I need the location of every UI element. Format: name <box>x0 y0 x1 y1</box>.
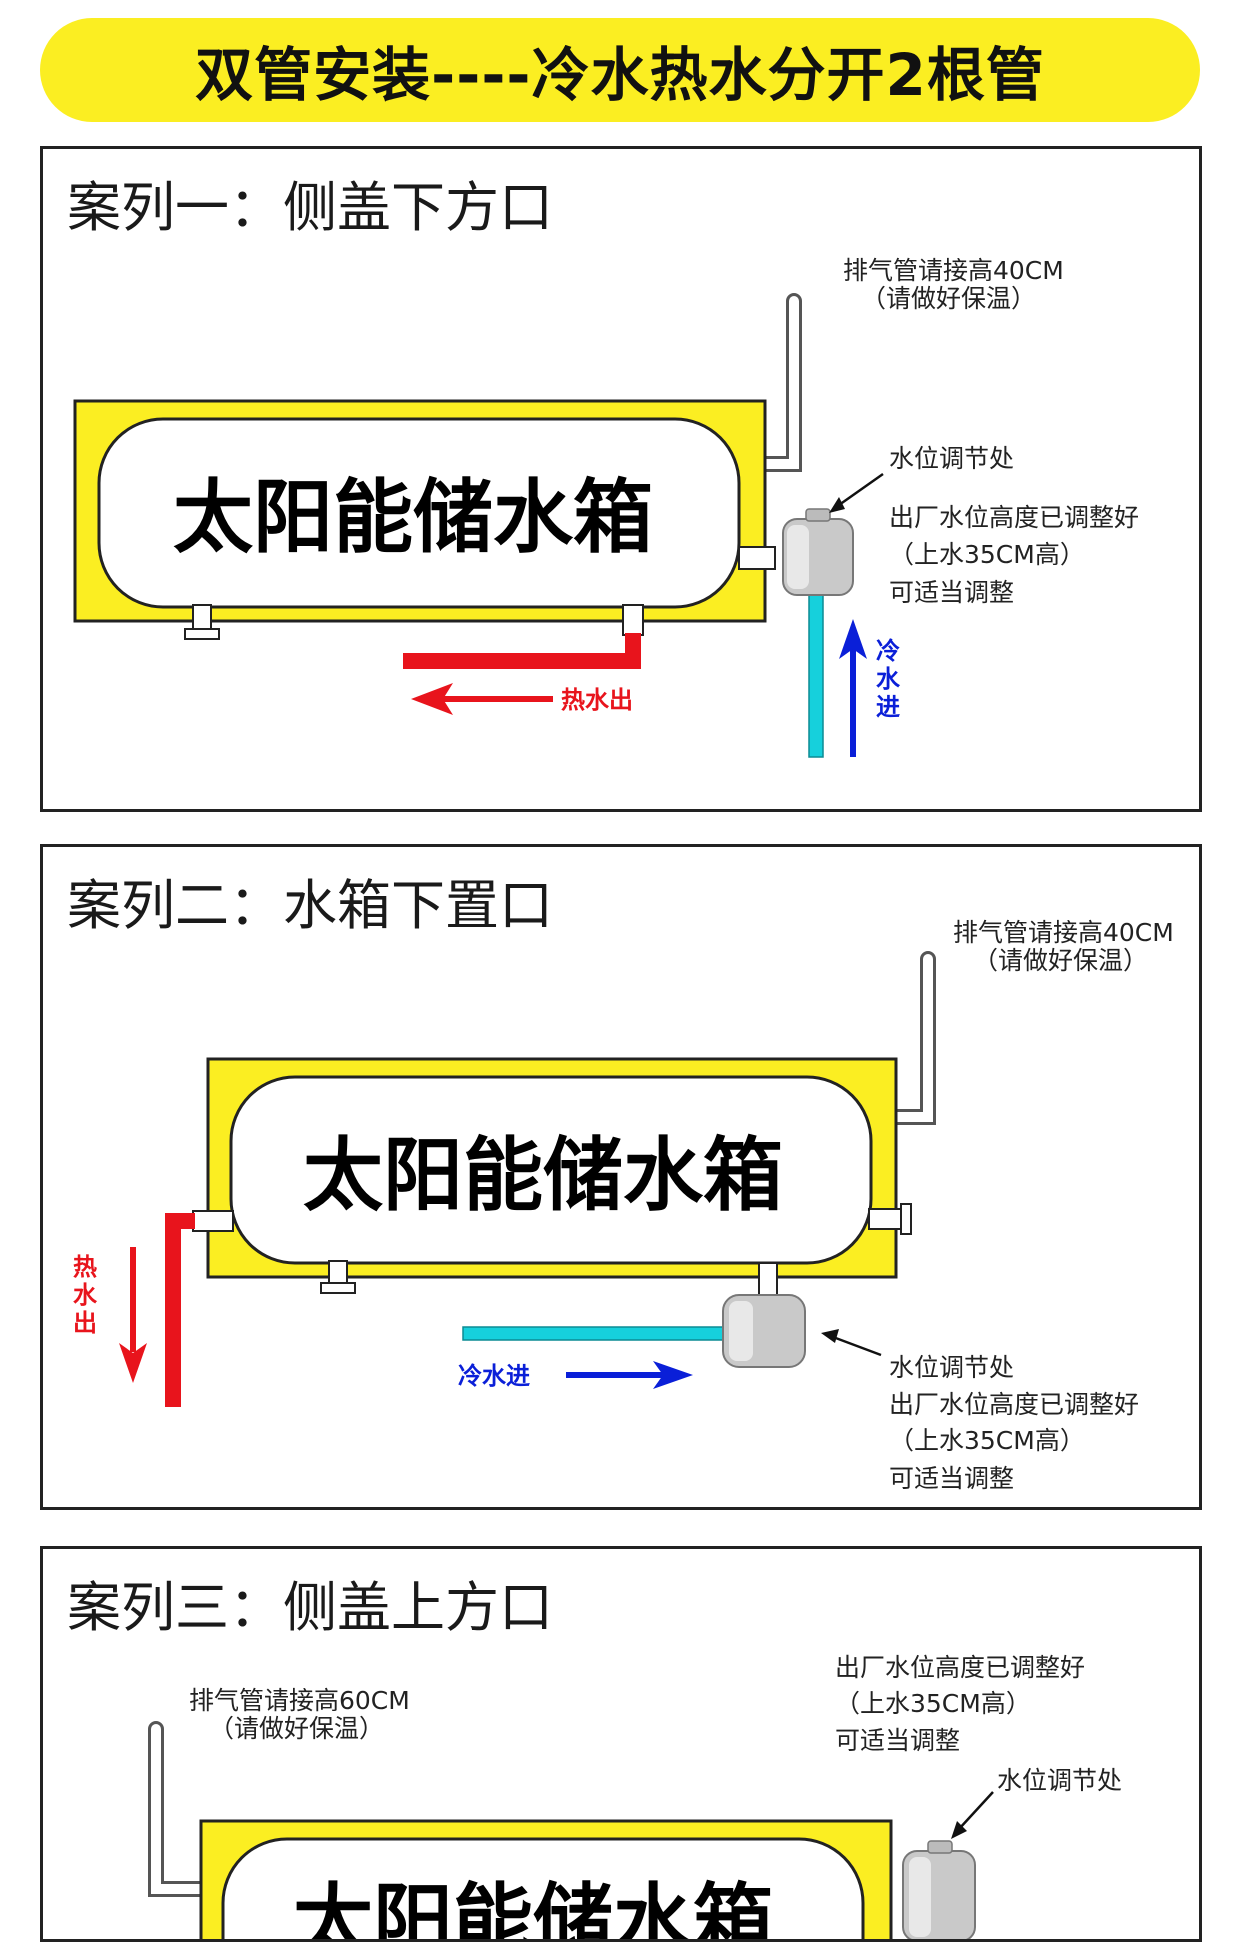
factory-note: 出厂水位高度已调整好 <box>889 503 1139 532</box>
valve-pointer-head <box>951 1821 967 1839</box>
valve-highlight <box>909 1857 931 1937</box>
hot-arrow-head <box>119 1343 147 1383</box>
tank-body <box>229 1075 873 1265</box>
factory-note-sub: （上水35CM高） <box>889 1426 1085 1455</box>
cold-in-label: 冷水进 <box>458 1362 530 1390</box>
hot-pipe <box>165 1213 195 1407</box>
tank-label: 太阳能储水箱 <box>173 471 653 564</box>
vent-note: 排气管请接高40CM <box>953 918 1174 947</box>
hot-out-label-1: 热 <box>73 1253 97 1281</box>
hot-arrow-head <box>411 683 453 715</box>
drain-plug <box>328 1260 348 1286</box>
side-plug <box>868 1208 904 1230</box>
valve-label: 水位调节处 <box>889 444 1014 473</box>
valve-label: 水位调节处 <box>997 1766 1122 1795</box>
valve-highlight <box>787 525 809 589</box>
header-banner: 双管安装----冷水热水分开2根管 <box>40 18 1200 122</box>
valve-cap <box>805 508 831 522</box>
tank-label: 太阳能储水箱 <box>293 1875 773 1939</box>
cold-pipe <box>808 578 824 758</box>
cold-in-label-3: 进 <box>876 693 900 721</box>
vent-note-sub: （请做好保温） <box>209 1714 384 1743</box>
side-outlet <box>738 546 776 570</box>
valve-cap <box>927 1840 953 1854</box>
hot-outlet-stub <box>192 1210 234 1232</box>
cold-in-label-2: 水 <box>876 665 901 693</box>
valve-pointer-line <box>832 1335 882 1357</box>
tank-label: 太阳能储水箱 <box>303 1129 783 1222</box>
vent-note-sub: （请做好保温） <box>861 284 1036 313</box>
bottom-outlet <box>758 1262 778 1298</box>
valve-pointer-head <box>821 1329 839 1343</box>
case-2-title: 案列二：水箱下置口 <box>67 874 553 937</box>
hot-outlet-stub <box>622 604 644 636</box>
valve-pointer-line <box>958 1791 994 1830</box>
adjust-note: 可适当调整 <box>835 1726 960 1755</box>
hot-out-label: 热水出 <box>561 686 633 714</box>
case-3-panel: 案列三：侧盖上方口 太阳能储水箱 排气管请接高60CM （请做好保温） 出厂水位… <box>40 1546 1202 1942</box>
case-1-panel: 案列一：侧盖下方口 太阳能储水箱 热水出 冷 水 进 <box>40 146 1202 812</box>
hot-out-label-3: 出 <box>73 1309 97 1337</box>
drain-plug-cap <box>184 628 220 640</box>
factory-note-sub: （上水35CM高） <box>835 1689 1031 1718</box>
drain-plug-cap <box>320 1282 356 1294</box>
adjust-note: 可适当调整 <box>889 1464 1014 1493</box>
valve-label: 水位调节处 <box>889 1353 1014 1382</box>
factory-note-sub: （上水35CM高） <box>889 540 1085 569</box>
case-3-diagram: 太阳能储水箱 排气管请接高60CM （请做好保温） 出厂水位高度已调整好 （上水… <box>148 1653 1122 1939</box>
hot-out-label-2: 水 <box>73 1281 98 1309</box>
factory-note: 出厂水位高度已调整好 <box>889 1390 1139 1419</box>
cold-arrow-head <box>839 619 867 659</box>
case-2-panel: 案列二：水箱下置口 太阳能储水箱 热 水 出 冷水进 <box>40 844 1202 1510</box>
valve-pointer-head <box>829 497 845 513</box>
case-1-diagram: 太阳能储水箱 热水出 冷 水 进 排气管请接高40CM （请做好保温） 水位调节… <box>73 256 1139 758</box>
adjust-note: 可适当调整 <box>889 578 1014 607</box>
hot-pipe <box>403 633 641 669</box>
vent-note: 排气管请接高40CM <box>843 256 1064 285</box>
case-1-title: 案列一：侧盖下方口 <box>67 176 553 239</box>
vent-note-sub: （请做好保温） <box>973 946 1148 975</box>
side-plug-cap <box>900 1203 912 1235</box>
banner-title: 双管安装----冷水热水分开2根管 <box>195 41 1045 109</box>
valve-highlight <box>729 1301 753 1361</box>
factory-note: 出厂水位高度已调整好 <box>835 1653 1085 1682</box>
drain-plug <box>192 604 212 632</box>
case-3-title: 案列三：侧盖上方口 <box>67 1576 553 1639</box>
vent-note: 排气管请接高60CM <box>189 1686 410 1715</box>
valve-pointer-line <box>838 472 884 507</box>
tank-body <box>97 417 741 609</box>
cold-in-label-1: 冷 <box>876 637 900 665</box>
case-2-diagram: 太阳能储水箱 热 水 出 冷水进 排气管请接高40CM （请做好保温） 水位调节… <box>73 918 1174 1493</box>
cold-arrow-head <box>653 1361 693 1389</box>
cold-pipe <box>462 1326 754 1341</box>
